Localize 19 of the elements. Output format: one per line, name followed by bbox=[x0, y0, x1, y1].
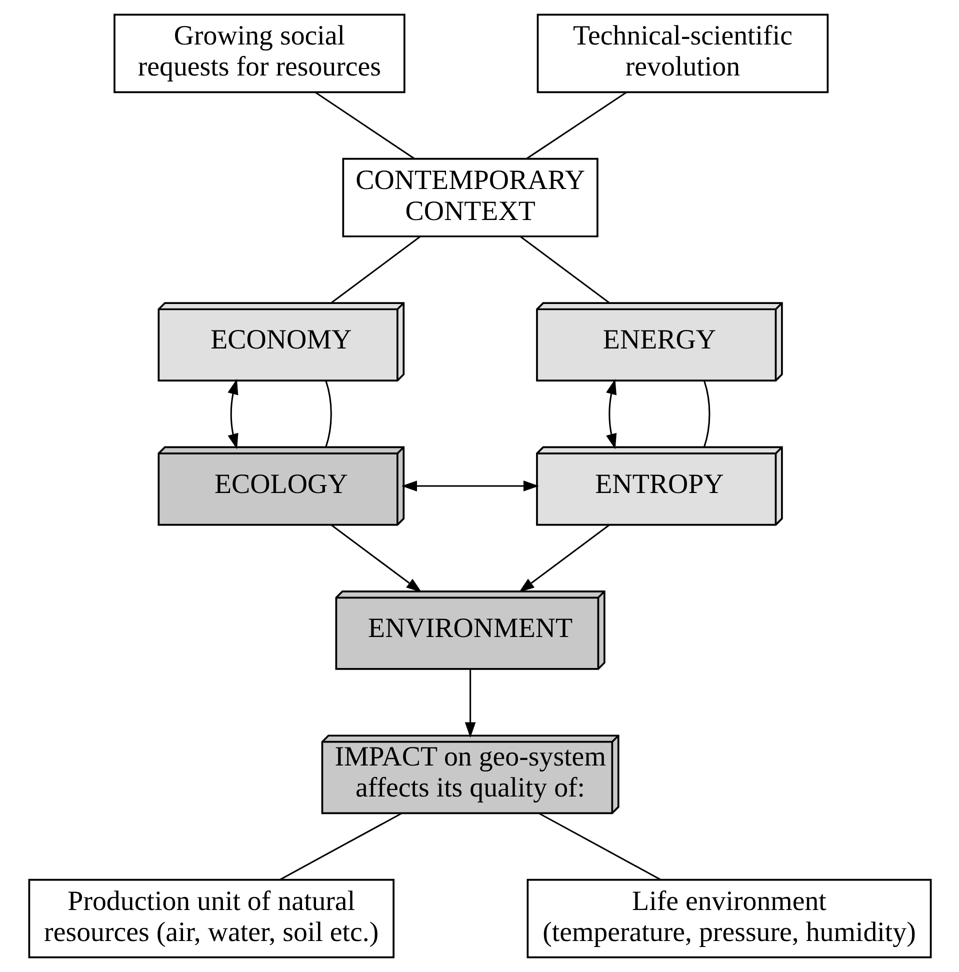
arrow bbox=[400, 480, 538, 492]
connector bbox=[526, 92, 626, 160]
arrow bbox=[464, 670, 476, 738]
node-box: CONTEMPORARY CONTEXT bbox=[342, 158, 598, 238]
connector bbox=[538, 812, 661, 880]
connector bbox=[330, 236, 420, 304]
node-box: Technical-scientific revolution bbox=[536, 14, 828, 94]
connector bbox=[702, 380, 710, 448]
arrow bbox=[330, 524, 422, 592]
arrow bbox=[227, 378, 238, 450]
connector bbox=[279, 812, 402, 880]
arrow bbox=[606, 378, 616, 450]
node-box: Growing social requests for resources bbox=[113, 14, 405, 94]
connector bbox=[520, 236, 609, 304]
node-box: Production unit of natural resources (air, water, soil etc.) bbox=[28, 878, 394, 958]
connector bbox=[314, 92, 414, 160]
arrow bbox=[518, 524, 610, 592]
connector bbox=[324, 380, 332, 448]
node-box: Life environment (temperature, pressure, humidity) bbox=[526, 878, 932, 958]
